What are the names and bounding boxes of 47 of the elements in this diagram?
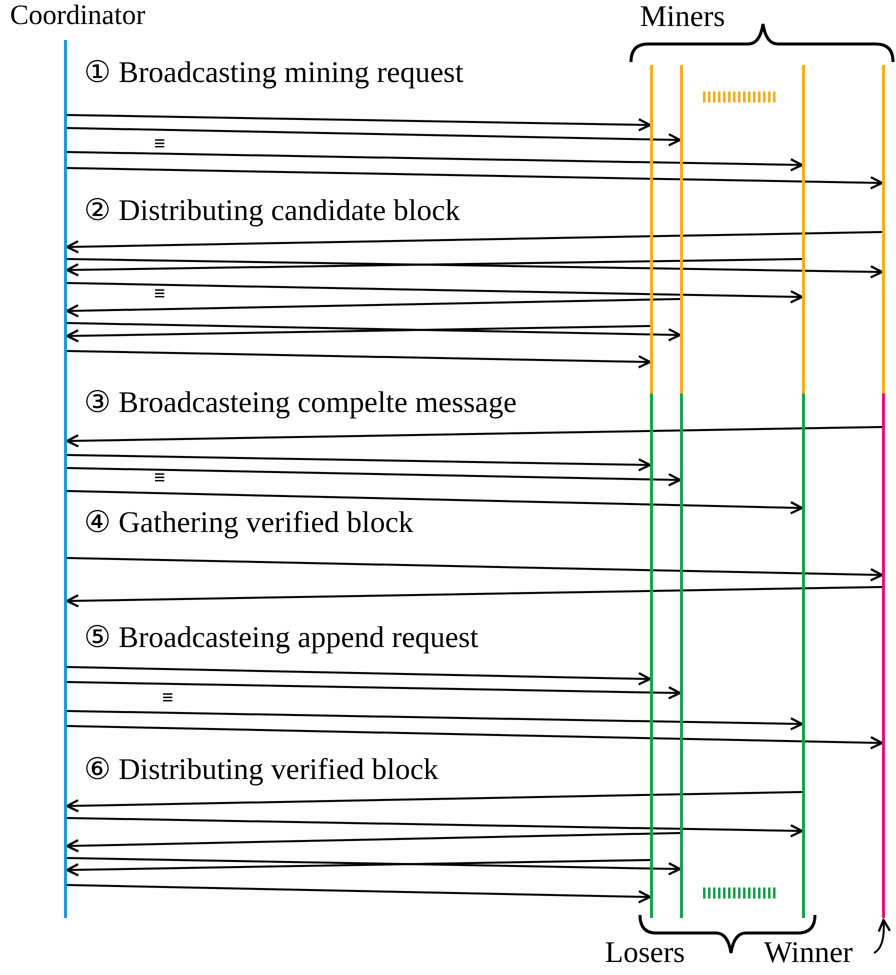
message-arrow — [66, 167, 884, 190]
message-arrow — [66, 322, 682, 342]
message-arrow — [66, 586, 882, 608]
message-arrow — [66, 231, 882, 254]
message-arrow — [66, 725, 884, 750]
leader-arrow — [873, 918, 891, 954]
step-heading: ③ Broadcasteing compelte message — [84, 388, 517, 418]
miner-lifeline — [802, 65, 805, 918]
ellipsis-mark: ≡ — [162, 688, 174, 708]
ellipsis-mark: ≡ — [154, 468, 166, 488]
message-arrow — [66, 426, 882, 448]
role-label: Winner — [764, 935, 853, 971]
step-heading: ② Distributing candidate block — [84, 196, 460, 226]
step-heading: ① Broadcasting mining request — [84, 58, 464, 88]
miner-lifeline — [650, 65, 653, 918]
ellipsis-mark: ≡ — [154, 134, 166, 154]
message-arrow — [66, 666, 652, 686]
message-arrow — [66, 791, 802, 812]
ellipsis-mark: ≡ — [154, 284, 166, 304]
message-arrow — [66, 859, 650, 877]
message-arrow — [66, 298, 680, 318]
group-label: Losers — [605, 938, 685, 968]
message-arrow — [66, 258, 884, 279]
miner-lifeline — [680, 65, 683, 918]
step-heading: ④ Gathering verified block — [84, 508, 414, 538]
message-arrow — [66, 490, 804, 514]
message-arrow — [66, 557, 884, 582]
group-label: Miners — [640, 2, 725, 32]
message-arrow — [66, 884, 652, 904]
message-arrow — [66, 114, 652, 132]
message-arrow — [66, 467, 682, 486]
message-arrow — [66, 681, 682, 700]
message-arrow — [66, 832, 680, 852]
lifeline-label: Coordinator — [10, 2, 146, 30]
message-arrow — [66, 454, 652, 472]
message-arrow — [66, 151, 804, 172]
step-heading: ⑤ Broadcasteing append request — [84, 623, 478, 653]
message-arrow — [66, 282, 804, 304]
step-heading: ⑥ Distributing verified block — [84, 755, 438, 785]
message-arrow — [66, 350, 652, 368]
miner-lifeline — [882, 65, 885, 918]
message-arrow — [66, 857, 682, 876]
message-arrow — [66, 710, 804, 731]
message-arrow — [66, 127, 682, 146]
message-arrow — [66, 258, 802, 277]
message-arrow — [66, 817, 804, 838]
message-arrow — [66, 325, 650, 343]
